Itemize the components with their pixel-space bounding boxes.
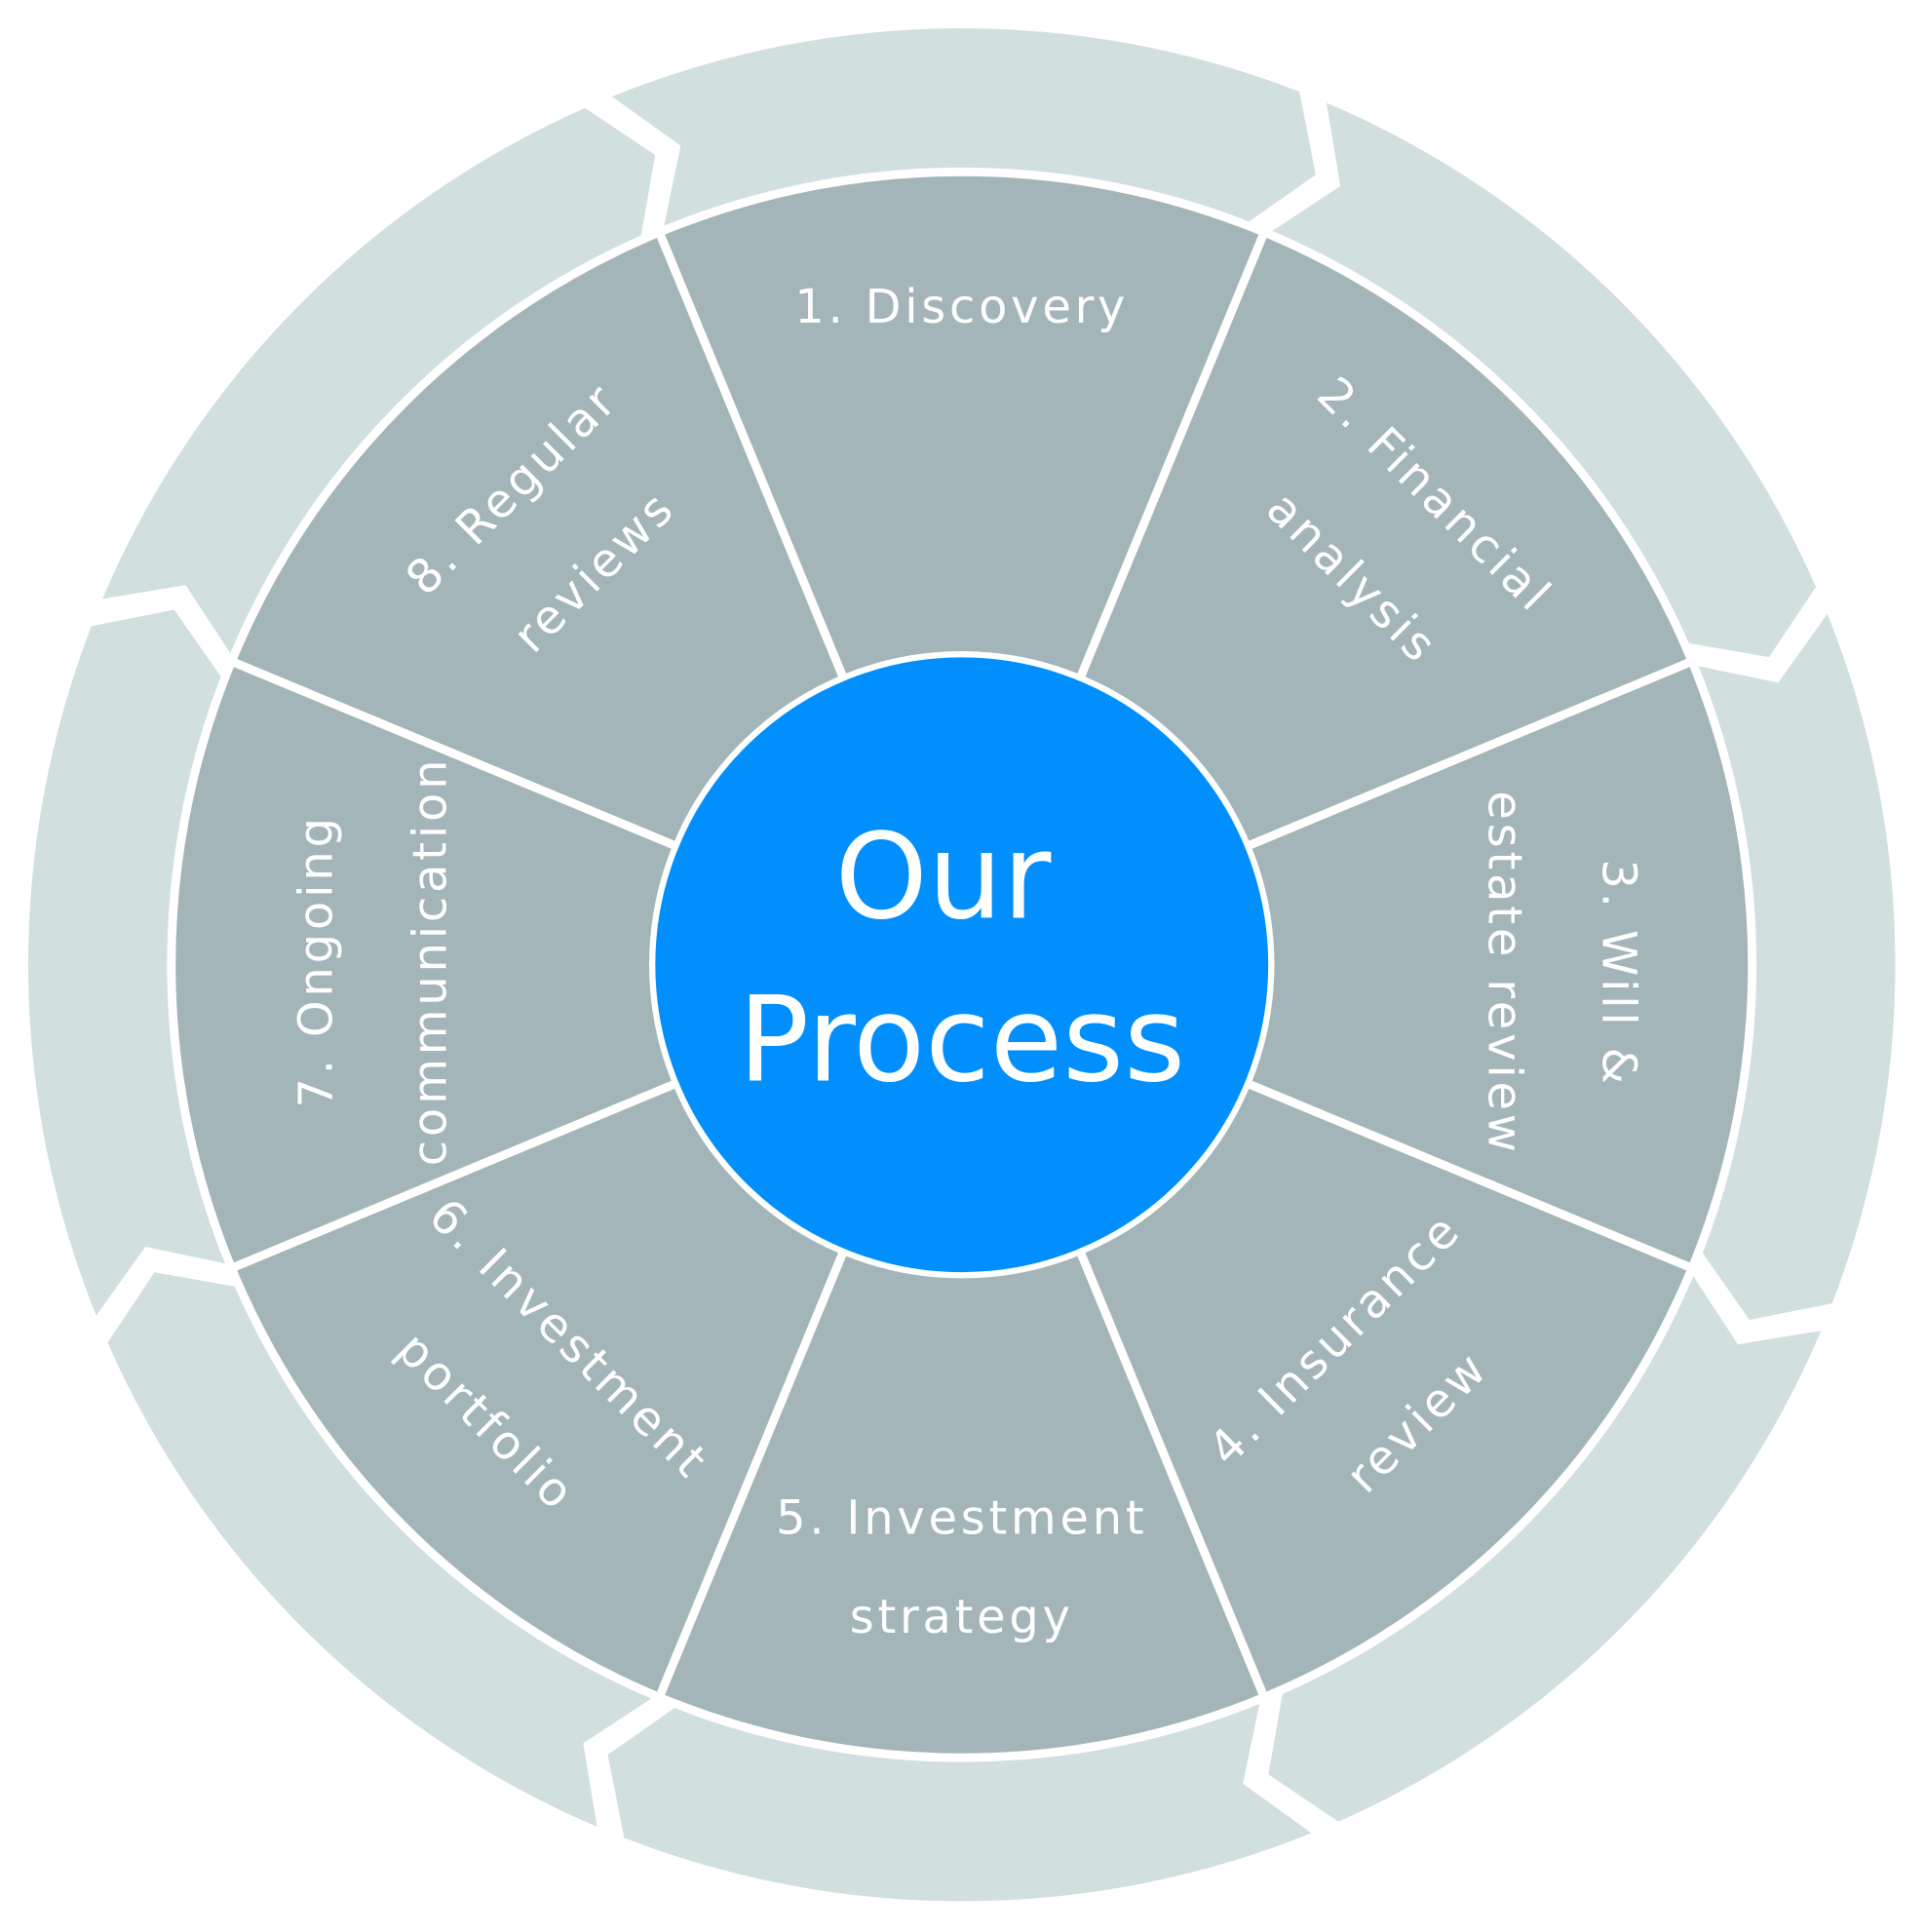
outer-arrow-segment (1272, 102, 1817, 658)
outer-arrow-segment (107, 1272, 652, 1828)
step-5-label-line2: strategy (850, 1590, 1074, 1644)
step-7-label-line2: communication (404, 756, 458, 1167)
segment-divider (226, 656, 680, 851)
step-5: 5. Investment strategy (776, 1491, 1147, 1644)
svg-text:1. Discovery: 1. Discovery (794, 280, 1129, 334)
center-title-line2: Process (738, 971, 1185, 1108)
svg-text:3. Will &estate review: 3. Will & estate review (1477, 791, 1645, 1156)
outer-arrow-segment (1698, 613, 1896, 1320)
outer-arrow-segment (611, 28, 1316, 226)
outer-arrow-segment (1268, 1276, 1822, 1822)
center-title: Our Process (738, 809, 1185, 1109)
segment-divider (1244, 656, 1697, 851)
step-7-label-line1: 7. Ongoing (289, 814, 343, 1107)
step-1: 1. Discovery (794, 280, 1129, 334)
segment-divider (1244, 1078, 1697, 1274)
center-circle (649, 651, 1275, 1279)
segment-divider (226, 1078, 680, 1274)
outer-arrow-ring (27, 28, 1896, 1902)
center-title-line1: Our (835, 809, 1052, 947)
outer-arrow-segment (607, 1704, 1312, 1902)
outer-arrow-segment (27, 609, 225, 1316)
segment-dividers (226, 227, 1697, 1702)
step-5-label-line1: 5. Investment (776, 1491, 1147, 1546)
outer-arrow-segment (102, 107, 656, 654)
step-3: 3. Will & estate review (1477, 791, 1645, 1156)
step-7: 7. Ongoing communication (289, 756, 457, 1167)
step-3-label-line2: estate review (1477, 791, 1531, 1156)
segment-divider (1075, 1247, 1270, 1702)
segment-divider (1075, 227, 1270, 682)
segment-divider (654, 227, 849, 682)
step-1-label: 1. Discovery (794, 280, 1129, 334)
step-3-label-line1: 3. Will & (1592, 859, 1646, 1087)
segment-divider (654, 1247, 849, 1702)
